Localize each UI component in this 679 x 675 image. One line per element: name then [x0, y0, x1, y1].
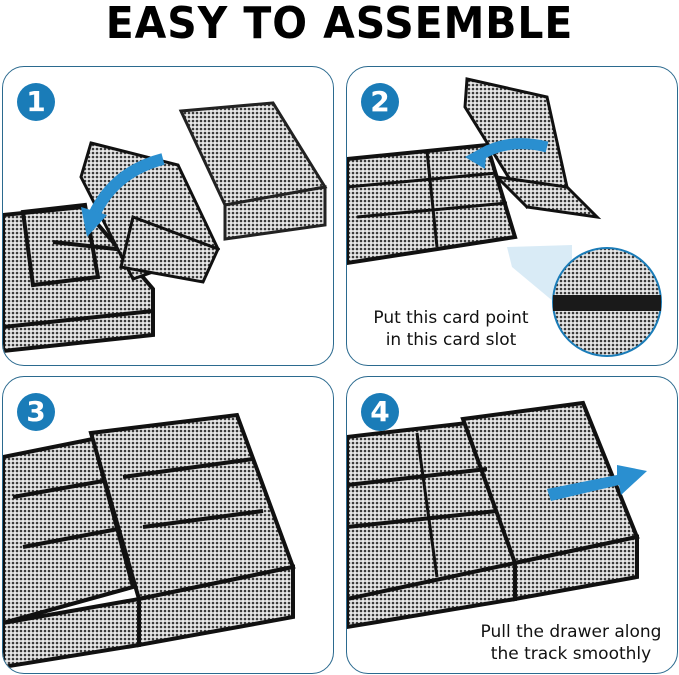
- step-number-badge: 2: [361, 83, 399, 121]
- step-number-badge: 3: [17, 393, 55, 431]
- page-title: EASY TO ASSEMBLE: [105, 0, 574, 49]
- step-caption: Pull the drawer along the track smoothly: [480, 622, 662, 664]
- step-4-panel: 4 Pull the drawer along the track smooth…: [346, 376, 678, 674]
- organizer-illustration: [347, 400, 647, 630]
- curved-arrow-icon: [87, 153, 165, 220]
- step-3-panel: 3: [2, 376, 334, 674]
- step-number-badge: 1: [17, 83, 55, 121]
- organizer-illustration: [3, 101, 328, 354]
- right-arrow-icon: [547, 465, 647, 501]
- step-caption: Put this card point in this card slot: [373, 308, 529, 350]
- organizer-illustration: [3, 412, 296, 670]
- step-1-panel: 1: [2, 66, 334, 366]
- organizer-illustration: [347, 77, 662, 357]
- step-2-panel: 2 Put this card point in this card slot: [346, 66, 678, 366]
- step-number-badge: 4: [361, 393, 399, 431]
